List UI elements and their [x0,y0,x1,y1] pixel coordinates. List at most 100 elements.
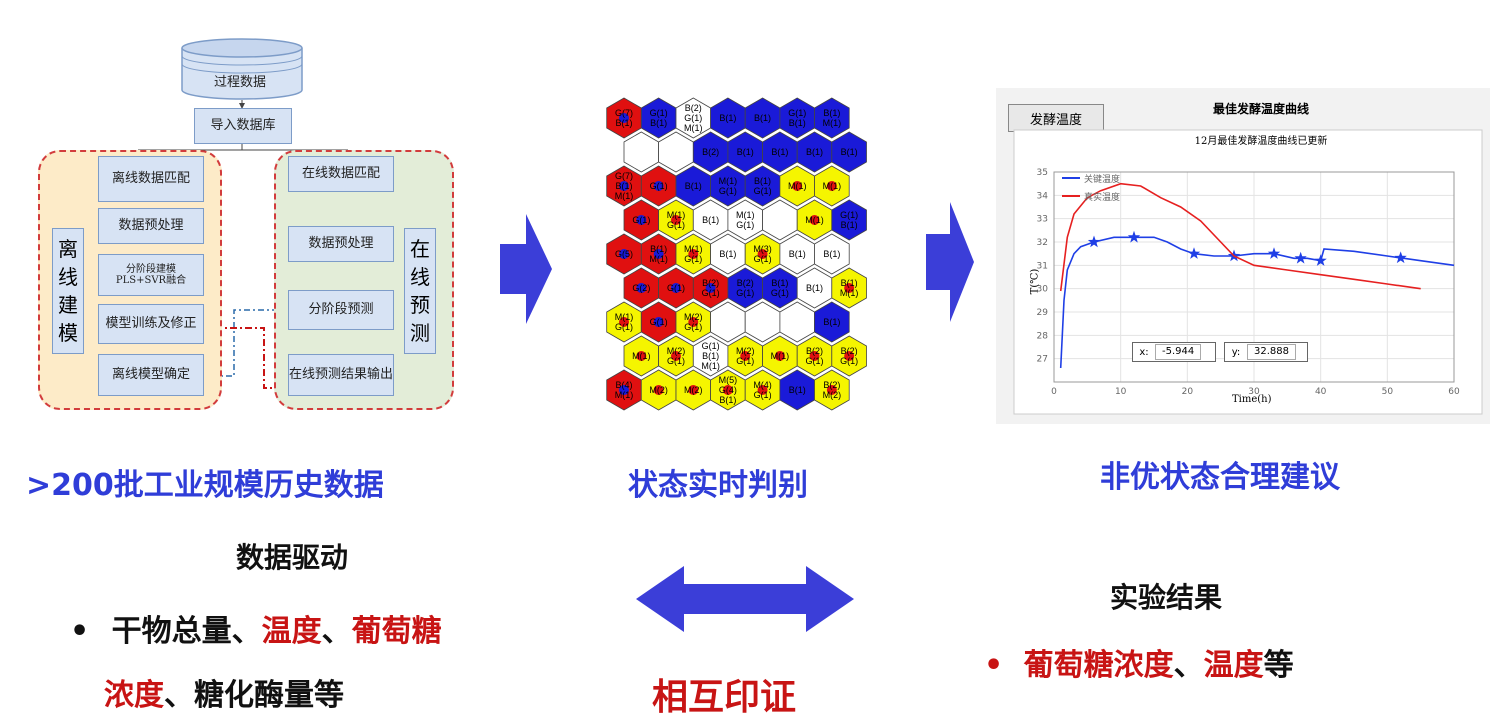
hex-cell: B(1) [675,165,711,207]
hex-cell-label: G(1) [771,288,789,298]
x-tick-label: 20 [1182,387,1194,397]
hex-cell-label: B(1) [841,220,858,230]
bullet-line-1: • 干物总量、温度、葡萄糖 [70,606,442,650]
hex-cell: G(7)B(1)M(1) [606,165,642,207]
hex-cell-label: B(2) [841,346,858,356]
hex-cell-label: M(2) [684,385,703,395]
item-glucose: 葡萄糖 [351,614,442,649]
hex-cell-label: G(1) [754,254,772,264]
y-tick-label: 33 [1037,215,1048,225]
hex-cell [658,131,694,173]
result-temperature: 温度 [1203,648,1264,683]
hex-cell-label: M(1) [736,210,755,220]
hex-cell: M(1)G(1) [727,199,764,241]
data-point [1314,254,1327,266]
hex-cell [779,301,815,343]
x-axis-label: Time(h) [1232,394,1272,405]
y-tick-label: 27 [1037,355,1048,365]
hex-cell: B(1) [762,131,798,173]
bullet: • [984,648,1004,683]
hex-cell [762,199,798,241]
hex-cell: M(2) [675,369,711,411]
chart-subtitle: 12月最佳发酵温度曲线已更新 [1194,136,1328,147]
hex-cell: B(2) [692,131,729,173]
data-point [1394,251,1407,264]
hex-cell-label: G(1) [754,390,772,400]
y-readout-value: 32.888 [1247,344,1296,360]
hex-cell-label: B(1) [841,278,858,288]
hex-cell-label: B(2) [806,346,823,356]
offline-step-2: 数据预处理 [98,208,204,244]
hex-cell: G(1)B(1) [831,199,867,241]
experiment-results-heading: 实验结果 [1110,581,1223,614]
hex-cell: G(2) [623,267,659,309]
hex-cell-label: B(1) [754,176,771,186]
hex-cell-label: B(1) [719,113,736,123]
hex-cell-label: B(2) [685,103,702,113]
hex-cell [744,301,781,343]
hex-cell-label: B(1) [754,113,771,123]
x-readout-value: -5.944 [1155,344,1202,360]
data-point [1267,247,1281,259]
hex-cell: B(1)M(1) [814,97,850,139]
x-tick-label: 60 [1448,387,1460,397]
hex-cell: M(2)G(1) [658,335,694,377]
hex-cell: G(1) [640,301,677,343]
hex-cell-label: M(2) [823,390,842,400]
hex-cell-label: B(1) [806,147,823,157]
hex-cell: B(2)M(2) [814,369,850,411]
hex-cell-label: G(1) [667,356,685,366]
hex-cell: M(2) [640,369,677,411]
hex-cell-label: M(3) [753,244,772,254]
hex-cell: B(1) [727,131,764,173]
online-step-4: 在线预测结果输出 [288,354,394,396]
right-arrow-1 [500,214,552,324]
results-bullet: • 葡萄糖浓度、温度等 [984,640,1294,684]
y-tick-label: 31 [1037,261,1048,271]
chart-title: 最佳发酵温度曲线 [1212,102,1309,116]
hex-cell-label: M(1) [632,351,651,361]
hex-cell-label: B(1) [823,108,840,118]
hex-cell-label: B(2) [702,147,719,157]
hex-cell-label: M(1) [701,361,720,371]
series-line [1059,236,1455,369]
hex-cell: M(1) [779,165,815,207]
hex-cell: M(5)G(4)B(1) [710,369,746,411]
item-temperature: 温度 [261,614,322,649]
result-glucose: 葡萄糖浓度 [1023,648,1174,683]
hex-cell-label: G(1) [667,220,685,230]
hex-cell-label: M(1) [840,288,859,298]
hex-cell-label: M(5) [719,375,738,385]
data-point [1127,230,1141,243]
hex-cell-label: G(1) [702,341,720,351]
temperature-button[interactable]: 发酵温度 [1008,104,1104,132]
hex-cell-label: B(1) [789,118,806,128]
hex-cell-label: G(1) [754,186,772,196]
hex-cell-label: M(1) [615,312,634,322]
hex-cell-label: G(1) [667,283,685,293]
hex-cell-label: G(7) [615,108,633,118]
offline-step-4: 模型训练及修正 [98,304,204,344]
hex-cell: B(1) [814,301,850,343]
y-tick-label: 35 [1037,168,1048,178]
hex-cell: B(1) [779,233,815,275]
db-label: 过程数据 [213,74,266,90]
hex-cell-label: M(2) [736,346,755,356]
hex-cell: M(1)G(1) [606,301,642,343]
hex-cell-label: G(1) [702,288,720,298]
hex-cell: M(1) [762,335,798,377]
database-icon [181,38,303,100]
hex-cell: B(1) [814,233,850,275]
import-db-box: 导入数据库 [194,108,292,144]
hex-cell: B(1) [692,199,729,241]
hex-cell-label: G(1) [615,322,633,332]
hex-cell [623,131,659,173]
hex-cell-label: M(1) [823,181,842,191]
hex-cell: G(7)B(1) [606,97,642,139]
hex-cell-label: B(1) [841,147,858,157]
online-step-1: 在线数据匹配 [288,156,394,192]
hex-cell-label: B(2) [702,278,719,288]
hex-cell: M(1) [814,165,850,207]
right-arrow-2 [926,202,974,322]
hex-cell: B(2)G(1) [831,335,867,377]
